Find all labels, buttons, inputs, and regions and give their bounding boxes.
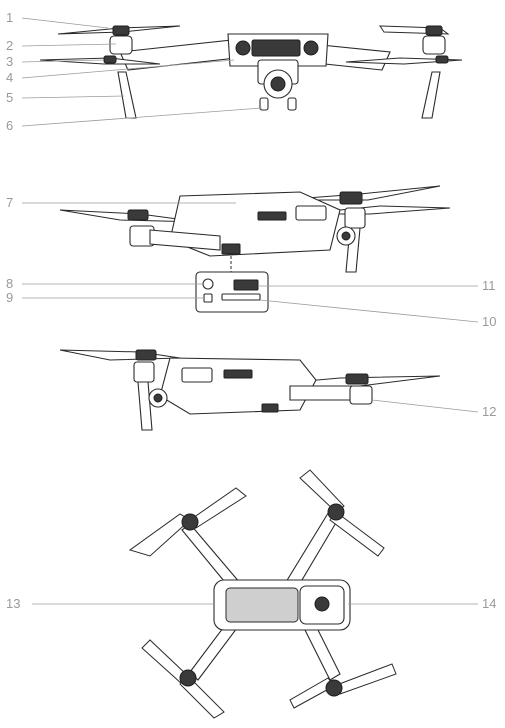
microsd-slot-icon	[221, 293, 261, 301]
callout-10: 10	[482, 314, 496, 329]
callout-9: 9	[6, 290, 13, 305]
callout-3: 3	[6, 54, 13, 69]
side-view	[59, 185, 451, 313]
callout-7: 7	[6, 195, 13, 210]
callout-12: 12	[482, 404, 496, 419]
front-vision-sensor-left	[235, 40, 251, 56]
front-left-propeller	[39, 25, 181, 65]
side-view-right	[59, 349, 441, 431]
front-landing-gear-right	[421, 71, 441, 119]
front-view	[39, 25, 463, 119]
callout-labels: 1 2 3 4 5 6 7 8 9 10 11 12 13 14	[6, 10, 496, 611]
callout-2: 2	[6, 38, 13, 53]
status-led-icon	[203, 293, 213, 303]
top-view	[128, 469, 397, 719]
gimbal-camera	[257, 59, 299, 99]
leader-lines	[21, 17, 479, 605]
callout-4: 4	[6, 70, 13, 85]
callout-1: 1	[6, 10, 13, 25]
port-detail-panel	[195, 271, 269, 313]
front-right-propeller	[345, 25, 463, 65]
callout-11: 11	[482, 278, 496, 293]
usb-port-icon	[233, 279, 259, 291]
callout-14: 14	[482, 596, 496, 611]
callout-5: 5	[6, 90, 13, 105]
callout-8: 8	[6, 276, 13, 291]
front-vision-sensor-right	[303, 40, 319, 56]
link-button-icon	[202, 278, 214, 290]
callout-13: 13	[6, 596, 20, 611]
battery-buckle-icon	[261, 403, 279, 413]
callout-6: 6	[6, 118, 13, 133]
front-landing-gear-left	[117, 71, 137, 119]
